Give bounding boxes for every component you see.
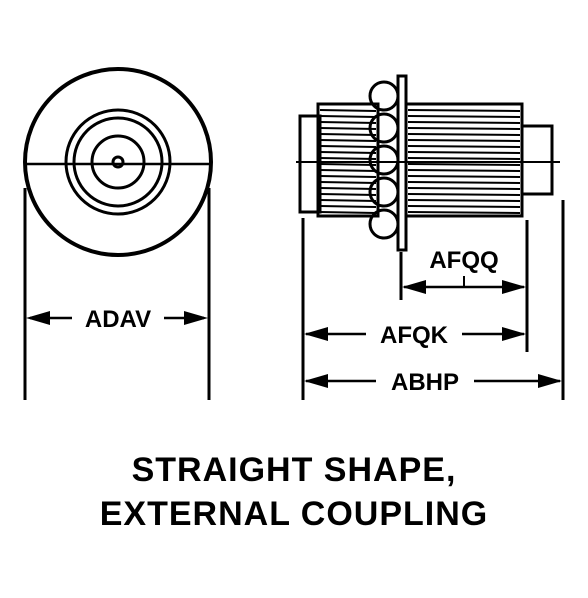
thread-line — [319, 187, 377, 190]
thread-line — [319, 139, 377, 142]
thread-line — [319, 127, 377, 130]
coupling-ring-inner — [72, 116, 164, 208]
thread-line — [319, 175, 377, 178]
thread-line — [407, 205, 521, 208]
thread-line — [319, 133, 377, 136]
thread-line — [319, 205, 377, 208]
thread-line — [319, 157, 377, 160]
threaded-body — [316, 102, 380, 218]
thread-line — [319, 115, 377, 118]
thread-line — [407, 115, 521, 118]
thread-line — [407, 133, 521, 136]
outer-body-circle — [23, 67, 213, 257]
afqq-label: AFQQ — [429, 247, 498, 274]
thread-line — [407, 181, 521, 184]
caption-line-2: EXTERNAL COUPLING — [99, 495, 489, 533]
thread-line — [407, 109, 521, 112]
thread-line — [407, 211, 521, 214]
abhp-arrow-left — [304, 374, 328, 388]
caption-line-1: STRAIGHT SHAPE, — [131, 451, 457, 489]
thread-line — [319, 199, 377, 202]
thread-line — [319, 181, 377, 184]
afqk-arrow-left — [304, 327, 328, 341]
thread-line — [407, 121, 521, 124]
afqk-label: AFQK — [380, 322, 449, 349]
thread-line — [407, 163, 521, 166]
nut-lobe-3 — [368, 144, 400, 176]
thread-lines — [319, 109, 521, 214]
thread-line — [319, 193, 377, 196]
front-tip — [520, 124, 554, 196]
thread-line — [407, 175, 521, 178]
abhp-arrow-right — [538, 374, 562, 388]
thread-line — [319, 169, 377, 172]
thread-line — [407, 187, 521, 190]
abhp-label: ABHP — [391, 369, 459, 396]
thread-line — [407, 151, 521, 154]
abhp-dimension — [304, 374, 562, 388]
thread-line — [407, 145, 521, 148]
adav-label: ADAV — [85, 306, 151, 333]
side-extension-lines — [301, 200, 565, 400]
center-contact — [111, 155, 125, 169]
thread-line — [407, 157, 521, 160]
adav-arrow-right — [184, 311, 208, 325]
coupling-ring-outer — [64, 108, 172, 216]
thread-line — [319, 109, 377, 112]
thread-line — [407, 193, 521, 196]
thread-line — [319, 211, 377, 214]
adav-dimension — [26, 311, 208, 325]
thread-line — [319, 145, 377, 148]
thread-line — [319, 121, 377, 124]
nut-lobe-5 — [368, 208, 400, 240]
thread-line — [407, 169, 521, 172]
afqk-arrow-right — [502, 327, 526, 341]
thread-line — [407, 139, 521, 142]
afqk-dimension — [304, 327, 526, 341]
end-view — [23, 67, 213, 400]
thread-line — [319, 163, 377, 166]
thread-line — [319, 151, 377, 154]
afqq-arrow-right — [502, 280, 526, 294]
thread-line — [407, 127, 521, 130]
thread-line — [407, 199, 521, 202]
afqq-arrow-left — [402, 280, 426, 294]
nut-lobe-1 — [368, 80, 400, 112]
adav-arrow-left — [26, 311, 50, 325]
side-view — [296, 74, 560, 252]
afqq-dimension — [402, 276, 526, 294]
insulator-circle — [90, 134, 146, 190]
